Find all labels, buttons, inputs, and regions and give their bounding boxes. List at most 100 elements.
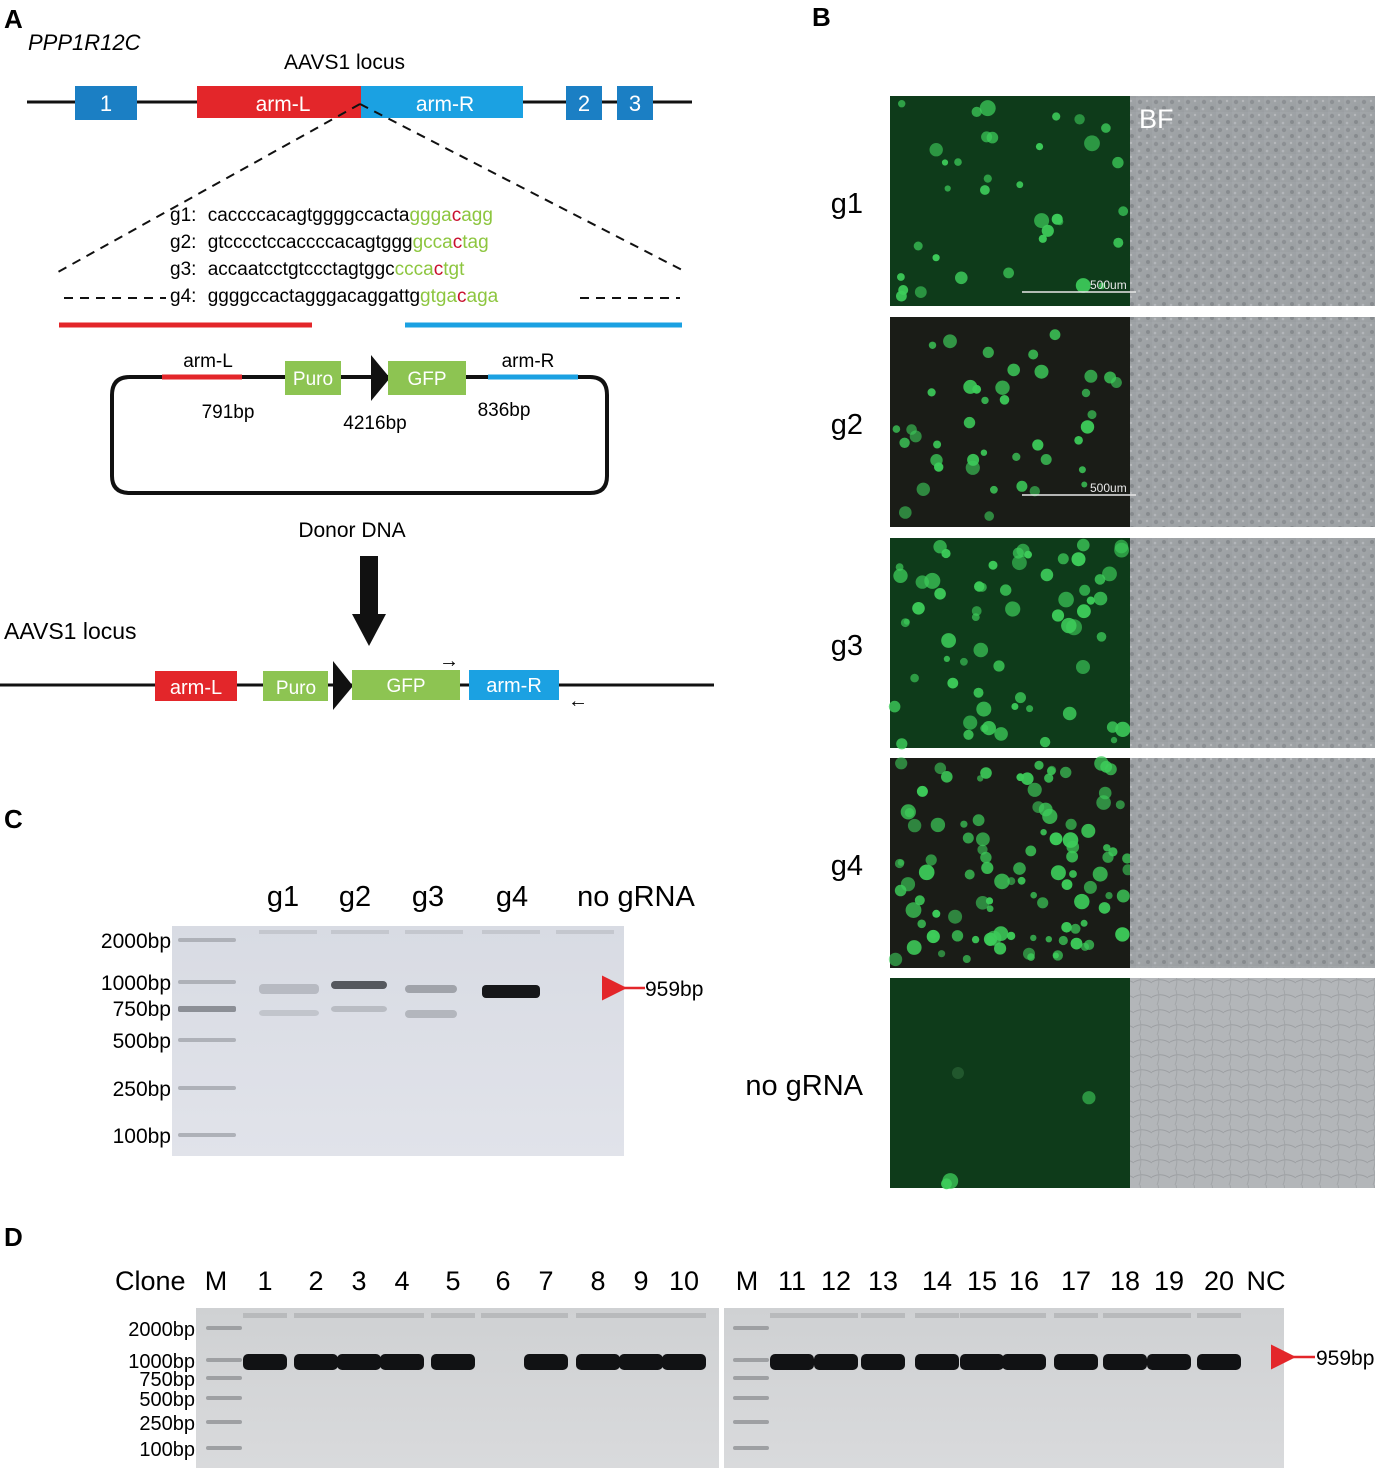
gfp-cells-1	[896, 100, 1129, 302]
gel-d-lane-label-12: 12	[821, 1266, 851, 1296]
gel-c-ladder-label-2: 750bp	[113, 998, 171, 1021]
gel-d-band-17	[1054, 1354, 1098, 1370]
gel-d-lane-label-19: 19	[1154, 1266, 1184, 1296]
gel-d-ladder-label-2: 750bp	[139, 1369, 195, 1391]
scale-bar-g1-label: 500um	[1090, 278, 1127, 292]
gel-c-lane-label-3: g3	[412, 881, 444, 913]
panel-d-label: D	[4, 1222, 23, 1252]
gel-d-ladder-band-right-4	[733, 1420, 769, 1424]
donor-size-left: 791bp	[202, 402, 255, 423]
row-label-3: g3	[831, 630, 863, 662]
guide-g2-pam-a: gcca	[413, 232, 454, 253]
guide-g1-seq: caccccacagtggggccacta	[208, 205, 410, 226]
gel-d-lane-label-3: 3	[351, 1266, 366, 1296]
gel-d-lane-label-6: 6	[495, 1266, 510, 1296]
gfp-cells-5	[941, 1067, 1096, 1190]
gel-d-band-9	[619, 1354, 663, 1370]
guide-g1-pam-b: agg	[461, 205, 493, 226]
row-label-1: g1	[831, 188, 863, 220]
clone-label: Clone	[115, 1266, 186, 1296]
guide-g3-pam-a: ccca	[395, 259, 435, 280]
gel-d-ladder-band-right-0	[733, 1326, 769, 1330]
result-arm-right-box	[469, 670, 559, 700]
gel-d-ladder-label-5: 100bp	[139, 1439, 195, 1461]
gel-d-well	[337, 1313, 381, 1318]
gel-d-well	[431, 1313, 475, 1318]
gel-d-well	[243, 1313, 287, 1318]
gel-d-lane-label-20: 20	[1204, 1266, 1234, 1296]
result-arm-left-box	[155, 671, 237, 701]
gene-name: PPP1R12C	[28, 30, 141, 55]
gel-d-ladder-band-right-3	[733, 1396, 769, 1400]
gfp-cells-3	[888, 538, 1131, 750]
gfp-image-3	[890, 538, 1132, 748]
gel-c-ladder-label-5: 100bp	[113, 1125, 171, 1148]
result-locus-title: AAVS1 locus	[4, 618, 137, 644]
gel-d-band-8	[576, 1354, 620, 1370]
donor-gfp-box	[388, 361, 466, 395]
gel-d-well	[814, 1313, 858, 1318]
exon-1	[75, 86, 137, 120]
gel-c-lane-label-2: g2	[339, 881, 371, 913]
guide-g4-seq: ggggccactagggacaggattg	[208, 286, 420, 307]
gel-d-product-label: 959bp	[1316, 1347, 1374, 1370]
guide-g4-pam-c: c	[457, 286, 467, 307]
guide-g4-pam-a: gtga	[420, 286, 457, 307]
panel-b-label: B	[812, 2, 831, 32]
gel-d-well	[770, 1313, 814, 1318]
donor-arm-right-label: arm-R	[502, 351, 555, 372]
gel-c-ladder-band-2	[178, 1006, 236, 1012]
gel-c-product-label: 959bp	[645, 978, 703, 1001]
guide-g1-pam-a: ggga	[409, 205, 452, 226]
arm-right-label: arm-R	[416, 93, 474, 116]
donor-promoter-arrow	[371, 355, 390, 401]
scale-bar-g2-label: 500um	[1090, 481, 1127, 495]
marker-label-right: M	[736, 1266, 759, 1296]
gel-c-ladder-label-1: 1000bp	[101, 972, 171, 995]
guide-g4-label: g4:	[170, 286, 196, 307]
guide-g2-seq: gtcccctccaccccacagtggg	[208, 232, 413, 253]
gel-d-ladder-band-right-2	[733, 1376, 769, 1380]
gel-d-well	[576, 1313, 620, 1318]
gel-c-band	[405, 1010, 457, 1018]
gel-d-well	[1054, 1313, 1098, 1318]
gel-d-lane-label-18: 18	[1110, 1266, 1140, 1296]
gel-d-well	[915, 1313, 959, 1318]
gel-d-band-15	[960, 1354, 1004, 1370]
gel-d-ladder-band-left-4	[206, 1420, 242, 1424]
gel-c-well	[482, 930, 540, 934]
zoom-line-right	[359, 103, 683, 271]
gel-d-well	[1147, 1313, 1191, 1318]
guide-g3-pam-c: c	[434, 259, 444, 280]
insertion-arrow-head	[352, 614, 386, 646]
gel-c-lane-label-5: no gRNA	[577, 881, 695, 913]
guide-g3: g3: accaatcctgtccctagtggccccactgt	[170, 259, 465, 280]
gel-d-band-19	[1147, 1354, 1191, 1370]
gel-c	[172, 926, 624, 1156]
gel-d-band-13	[861, 1354, 905, 1370]
gel-d-ladder-band-right-5	[733, 1446, 769, 1450]
gel-d-band-11	[770, 1354, 814, 1370]
result-arm-left-label: arm-L	[170, 677, 222, 699]
gel-d-lane-label-8: 8	[590, 1266, 605, 1296]
gel-d-lane-label-16: 16	[1009, 1266, 1039, 1296]
gel-d-well	[960, 1313, 1004, 1318]
arm-left-label: arm-L	[256, 93, 311, 116]
insertion-arrow-shaft	[360, 556, 378, 616]
guide-g2-pam-c: c	[453, 232, 463, 253]
exon-2	[566, 86, 602, 120]
gel-d-ladder-band-left-5	[206, 1446, 242, 1450]
bf-image-5	[1130, 978, 1375, 1188]
locus-title: AAVS1 locus	[284, 51, 405, 74]
gel-d-band-10	[662, 1354, 706, 1370]
bf-image-4	[1130, 758, 1375, 968]
gel-d-ladder-label-0: 2000bp	[128, 1319, 195, 1341]
bf-image-3	[1130, 538, 1375, 748]
gel-d-band-5	[431, 1354, 475, 1370]
bf-image-1	[1130, 96, 1375, 306]
